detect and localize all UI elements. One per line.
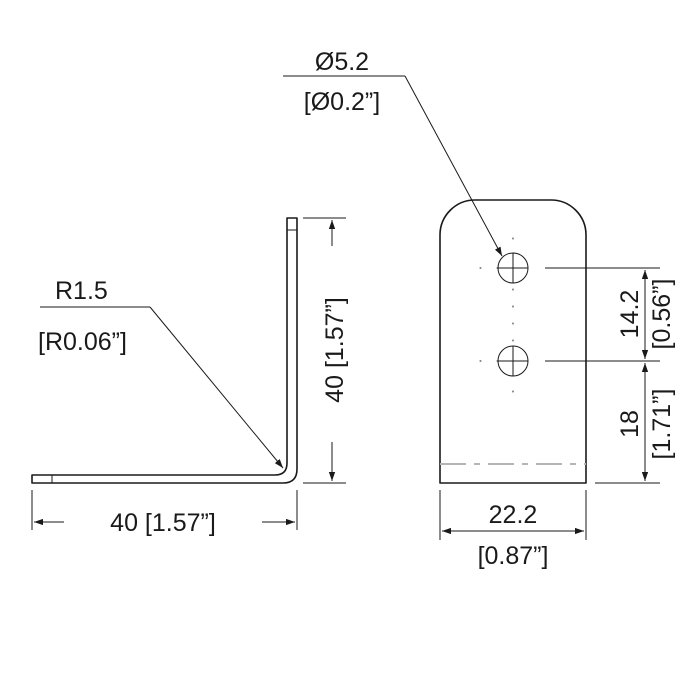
- lower-hole: [497, 345, 529, 377]
- edge-metric-label: 18: [616, 410, 644, 438]
- bracket-profile: [31, 217, 298, 484]
- bracket-face-outline: [439, 199, 587, 484]
- radius-imperial-label: [R0.06”]: [38, 328, 127, 356]
- width-imperial-label: [0.87”]: [478, 542, 549, 570]
- hole-metric-label: Ø5.2: [315, 48, 369, 76]
- radius-leader: [149, 306, 284, 469]
- edge-imperial-label: [1.71”]: [648, 389, 676, 460]
- length-label: 40 [1.57”]: [110, 509, 216, 537]
- radius-metric-label: R1.5: [55, 277, 108, 305]
- front-view: Ø5.2 [Ø0.2”] 14.2 [0.56”] 18 [1.71”] 22.…: [283, 48, 676, 570]
- hole-imperial-label: [Ø0.2”]: [304, 88, 380, 116]
- width-metric-label: 22.2: [489, 501, 538, 529]
- side-view: R1.5 [R0.06”] 40 [1.57”] 40 [1.57”]: [31, 217, 349, 537]
- height-label: 40 [1.57”]: [321, 297, 349, 403]
- spacing-imperial-label: [0.56”]: [648, 279, 676, 350]
- upper-hole: [497, 252, 529, 284]
- spacing-metric-label: 14.2: [616, 290, 644, 339]
- hole-leader: [404, 75, 503, 257]
